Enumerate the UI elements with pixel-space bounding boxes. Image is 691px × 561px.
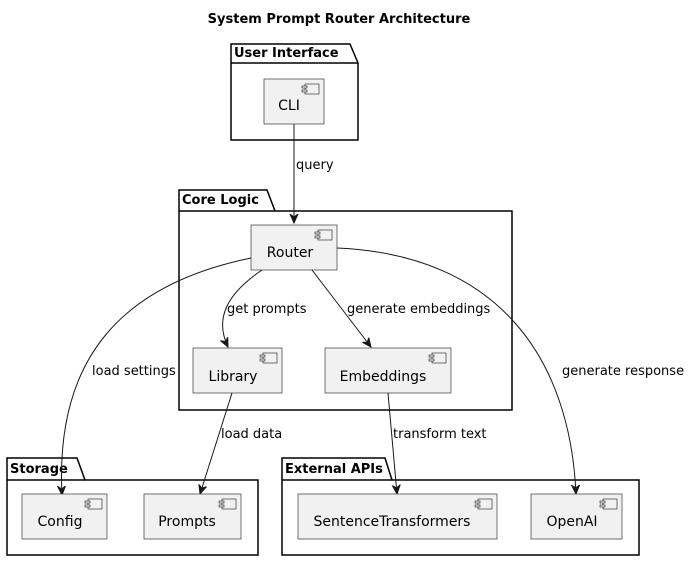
component-icon xyxy=(314,229,333,241)
package-title-storage: Storage xyxy=(10,462,68,477)
package-title-core: Core Logic xyxy=(182,193,259,208)
component-icon xyxy=(599,498,618,510)
edge-label-transform-text: transform text xyxy=(393,427,487,442)
package-title-ui: User Interface xyxy=(234,46,339,61)
edges: query get prompts generate embeddings lo… xyxy=(61,124,684,495)
component-icon xyxy=(218,498,237,510)
edge-load-data xyxy=(200,392,233,494)
package-title-external: External APIs xyxy=(285,462,383,477)
component-label-embeddings: Embeddings xyxy=(340,369,427,385)
edge-label-generate-embeddings: generate embeddings xyxy=(347,302,491,317)
component-icon xyxy=(259,352,278,364)
component-label-prompts: Prompts xyxy=(158,514,216,530)
component-label-cli: CLI xyxy=(278,98,300,114)
edge-label-load-data: load data xyxy=(221,427,282,442)
component-router[interactable]: Router xyxy=(250,224,338,271)
edge-generate-embeddings xyxy=(311,269,371,347)
component-label-sentence-transformers: SentenceTransformers xyxy=(314,514,471,530)
component-icon xyxy=(428,352,447,364)
component-config[interactable]: Config xyxy=(21,493,108,540)
component-library[interactable]: Library xyxy=(192,347,283,394)
component-label-openai: OpenAI xyxy=(546,514,597,530)
component-label-library: Library xyxy=(209,369,258,385)
component-sentence-transformers[interactable]: SentenceTransformers xyxy=(297,493,498,540)
component-label-router: Router xyxy=(267,245,314,261)
edge-transform-text xyxy=(387,392,397,494)
component-embeddings[interactable]: Embeddings xyxy=(324,347,452,394)
component-cli[interactable]: CLI xyxy=(263,78,325,125)
edge-label-query: query xyxy=(296,158,334,173)
component-icon xyxy=(84,498,103,510)
component-label-config: Config xyxy=(38,514,83,530)
edge-label-generate-response: generate response xyxy=(562,364,684,379)
edge-load-settings xyxy=(61,257,252,495)
edge-get-prompts xyxy=(223,269,263,347)
edge-label-load-settings: load settings xyxy=(92,364,176,379)
edge-label-get-prompts: get prompts xyxy=(227,302,307,317)
component-prompts[interactable]: Prompts xyxy=(143,493,242,540)
edge-generate-response xyxy=(336,247,576,494)
component-icon xyxy=(301,83,320,95)
component-openai[interactable]: OpenAI xyxy=(530,493,623,540)
diagram-title: System Prompt Router Architecture xyxy=(208,12,471,27)
component-icon xyxy=(474,498,493,510)
